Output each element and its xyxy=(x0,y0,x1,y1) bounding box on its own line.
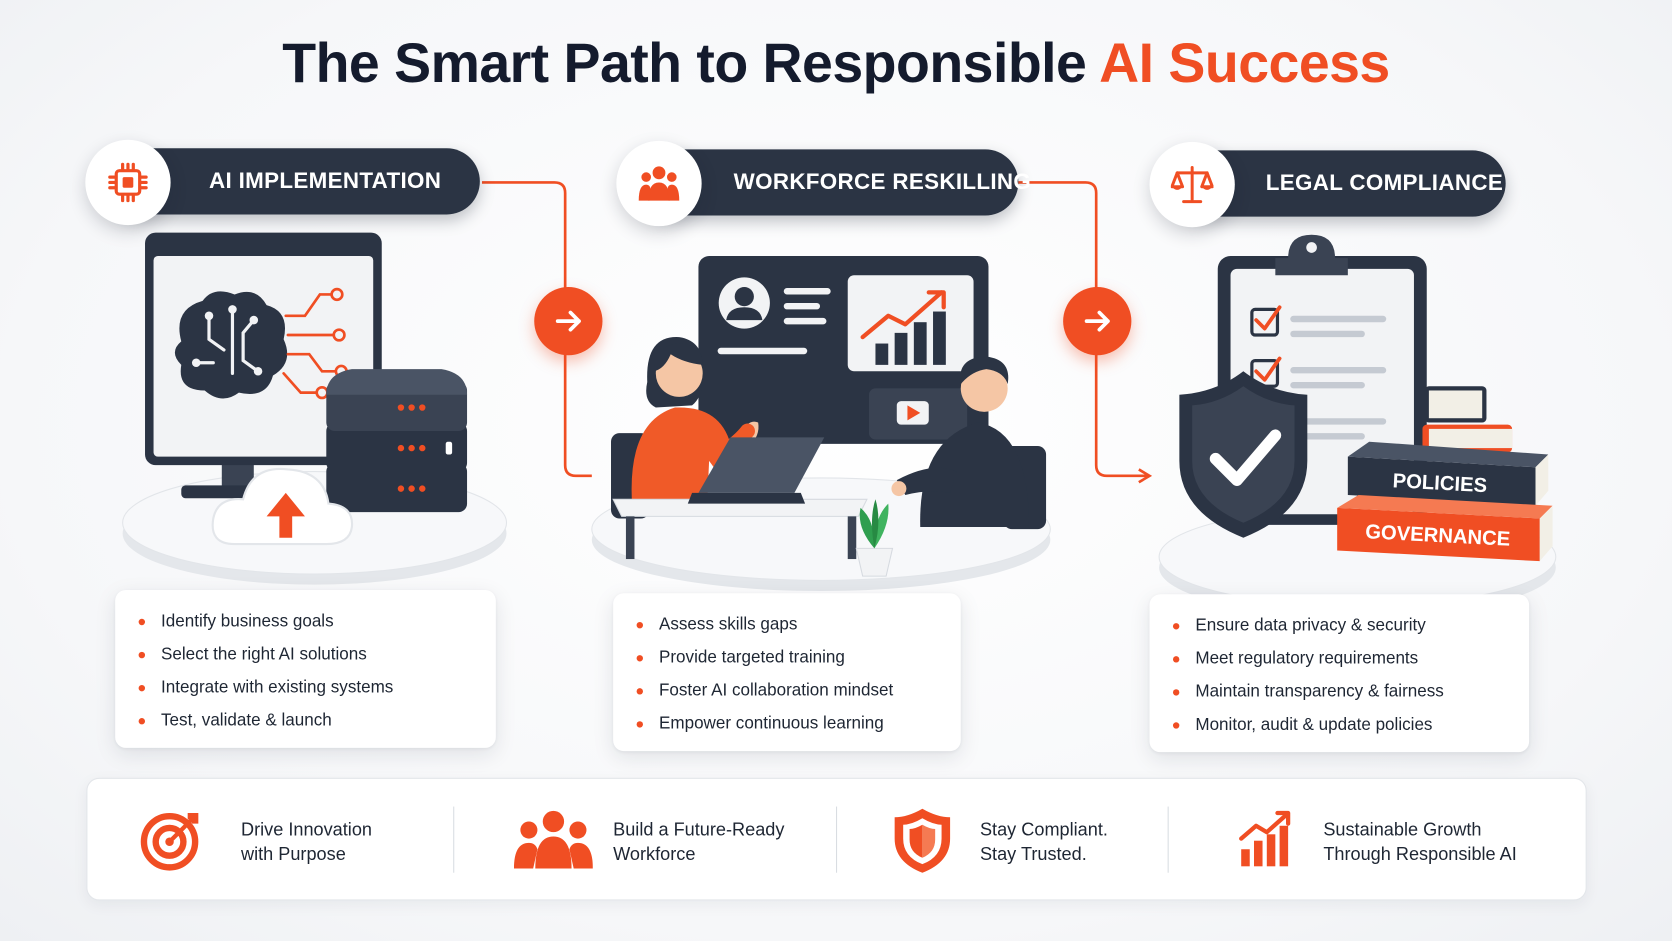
list-item: Test, validate & launch xyxy=(138,704,394,737)
list-item: Maintain transparency & fairness xyxy=(1172,675,1444,708)
divider xyxy=(836,806,838,873)
benefit-line: Through Responsible AI xyxy=(1323,843,1517,865)
benefit-innovation: Drive Innovation with Purpose xyxy=(87,779,450,900)
page-title: The Smart Path to Responsible AI Success xyxy=(0,32,1672,96)
step-2-header: WORKFORCE RESKILLING xyxy=(639,149,1031,216)
benefit-line: Drive Innovation xyxy=(240,819,372,840)
benefit-compliance: Stay Compliant. Stay Trusted. xyxy=(837,779,1168,900)
step-2-badge xyxy=(616,140,702,227)
step-1-list: Identify business goals Select the right… xyxy=(138,605,394,737)
shield-icon xyxy=(894,808,951,873)
step-1-title: AI IMPLEMENTATION xyxy=(209,168,442,194)
legal-compliance-illustration: POLICIES GOVERNANCE xyxy=(1158,234,1557,600)
governance-book: GOVERNANCE xyxy=(1337,495,1553,562)
step-2-title: WORKFORCE RESKILLING xyxy=(733,169,1032,195)
arrow-right-icon xyxy=(1084,310,1110,332)
step-3-title: LEGAL COMPLIANCE xyxy=(1265,170,1504,196)
benefit-line: Sustainable Growth xyxy=(1323,819,1482,840)
policies-book: POLICIES xyxy=(1347,441,1549,506)
scales-icon xyxy=(1170,166,1214,204)
list-item: Ensure data privacy & security xyxy=(1172,609,1444,642)
people-icon xyxy=(638,166,680,201)
arrow-right-icon xyxy=(555,310,581,332)
policies-book-label: POLICIES xyxy=(1392,470,1488,497)
list-item: Integrate with existing systems xyxy=(138,671,393,704)
step-1-card: Identify business goals Select the right… xyxy=(115,589,496,748)
benefit-line: Stay Compliant. xyxy=(979,819,1108,840)
step-1-badge xyxy=(85,139,171,226)
shield-check-icon xyxy=(1179,371,1308,538)
list-item: Monitor, audit & update policies xyxy=(1172,708,1444,741)
brain-icon xyxy=(174,291,288,399)
ai-implementation-illustration xyxy=(122,232,508,585)
step-2-list: Assess skills gaps Provide targeted trai… xyxy=(636,608,894,740)
benefit-line: with Purpose xyxy=(240,843,346,865)
growth-chart-icon xyxy=(1239,810,1291,867)
team-icon xyxy=(513,810,593,869)
target-icon xyxy=(140,812,199,871)
benefit-line: Workforce xyxy=(613,843,696,865)
divider xyxy=(1167,806,1169,873)
list-item: Identify business goals xyxy=(138,605,394,638)
step-3-list: Ensure data privacy & security Meet regu… xyxy=(1172,609,1444,741)
next-arrow-2 xyxy=(1063,286,1132,356)
step-3-card: Ensure data privacy & security Meet regu… xyxy=(1149,594,1530,753)
list-item: Meet regulatory requirements xyxy=(1172,642,1444,675)
chip-icon xyxy=(108,162,148,203)
benefit-line: Stay Trusted. xyxy=(979,843,1087,865)
list-item: Provide targeted training xyxy=(636,641,894,674)
benefits-bar: Drive Innovation with Purpose Build a Fut… xyxy=(86,777,1587,901)
server-stack xyxy=(326,369,468,513)
next-arrow-1 xyxy=(534,286,603,356)
step-2-card: Assess skills gaps Provide targeted trai… xyxy=(613,593,961,752)
bookshelf xyxy=(1422,386,1513,453)
cloud-upload-icon xyxy=(211,467,354,546)
title-prefix: The Smart Path to Responsible xyxy=(282,33,1100,95)
title-accent: AI Success xyxy=(1099,33,1390,95)
step-3-badge xyxy=(1149,141,1235,228)
divider xyxy=(453,806,455,873)
list-item: Select the right AI solutions xyxy=(138,638,394,671)
benefit-line: Build a Future-Ready xyxy=(613,819,785,840)
list-item: Empower continuous learning xyxy=(636,707,894,740)
workforce-reskilling-illustration xyxy=(591,256,1051,592)
list-item: Assess skills gaps xyxy=(636,608,894,641)
list-item: Foster AI collaboration mindset xyxy=(636,674,893,707)
